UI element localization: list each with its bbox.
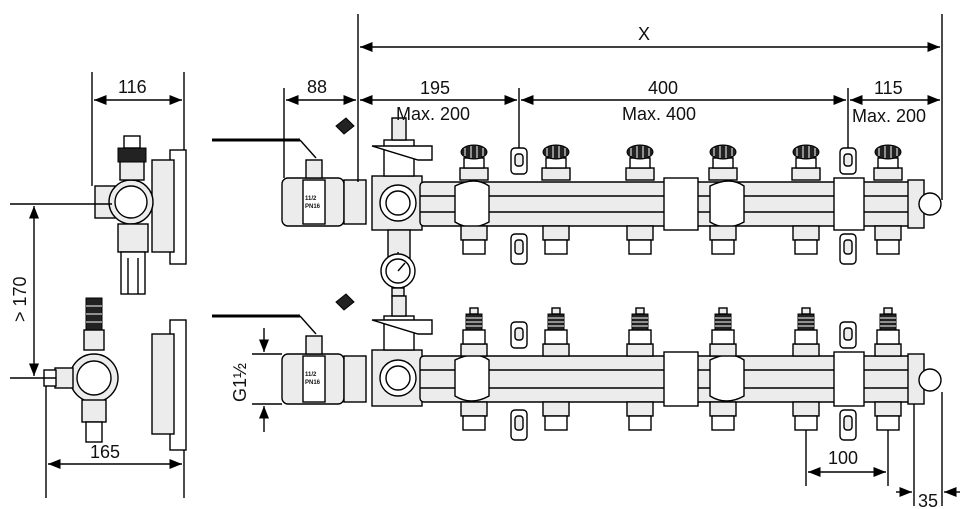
dimension-lines	[10, 14, 960, 506]
dim-outlet-spacing: 100	[828, 448, 858, 468]
dim-vertical-distance: > 170	[10, 276, 30, 322]
dim-middle-spacing: 400	[648, 78, 678, 98]
dim-end-spacing-max: Max. 200	[852, 106, 926, 126]
valve-pressure-marking-bottom: PN16	[305, 380, 321, 386]
valve-size-marking: 11/2	[305, 196, 317, 202]
dim-thread-size: G1½	[230, 363, 250, 402]
dim-end-spacing: 115	[874, 78, 903, 98]
dim-first-spacing-max: Max. 200	[396, 104, 470, 124]
dim-total-length: X	[638, 24, 650, 44]
valve-pressure-marking: PN16	[305, 204, 321, 210]
dimension-labels: X 116 88 195 Max. 200 400 Max. 400 115 M…	[10, 24, 938, 509]
side-view-top	[94, 135, 187, 295]
side-view-bottom	[43, 297, 187, 451]
dim-middle-spacing-max: Max. 400	[622, 104, 696, 124]
manifold-bottom-row: 11/2 PN16	[212, 293, 942, 441]
dim-end-offset: 35	[918, 491, 938, 509]
manifold-top-row: 11/2 PN16	[212, 117, 942, 265]
dim-side-width-bottom: 165	[90, 442, 120, 462]
dim-valve-length: 88	[307, 77, 327, 97]
dim-side-width-top: 116	[118, 77, 147, 97]
pressure-gauge-icon	[380, 252, 416, 297]
dim-first-spacing: 195	[420, 78, 450, 98]
valve-size-marking-bottom: 11/2	[305, 372, 317, 378]
